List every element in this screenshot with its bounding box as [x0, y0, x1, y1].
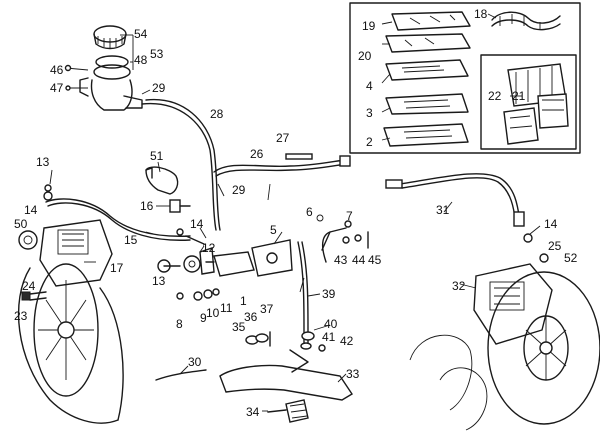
callout-14-right: 14 — [544, 217, 558, 231]
callout-44: 44 — [352, 253, 366, 267]
speedo-cable — [213, 159, 345, 173]
callout-9: 9 — [200, 311, 207, 325]
callout-32: 32 — [452, 279, 466, 293]
callout-labels: 1 2 3 4 5 6 7 8 9 10 11 12 13 13 14 14 1… — [14, 7, 578, 419]
callout-18: 18 — [474, 7, 488, 21]
brake-pads — [503, 63, 569, 145]
callout-23: 23 — [14, 309, 28, 323]
callout-26: 26 — [250, 147, 264, 161]
callout-24: 24 — [22, 279, 36, 293]
pivot-hardware — [245, 331, 326, 352]
spring-clip — [491, 11, 561, 31]
callout-35: 35 — [232, 320, 246, 334]
caliper-hose-left — [45, 198, 191, 237]
callout-3: 3 — [366, 106, 373, 120]
callout-46: 46 — [50, 63, 64, 77]
rear-hose-fitting — [385, 179, 403, 189]
callout-1: 1 — [240, 294, 247, 308]
sensor-part — [145, 166, 179, 195]
inset-frame — [349, 2, 581, 154]
callout-27: 27 — [276, 131, 290, 145]
callout-28: 28 — [210, 107, 224, 121]
callout-2: 2 — [366, 135, 373, 149]
washers-group — [176, 288, 220, 301]
callout-45: 45 — [368, 253, 382, 267]
callout-19: 19 — [362, 19, 376, 33]
pedal-rubber — [267, 399, 309, 423]
callout-12: 12 — [202, 241, 216, 255]
brake-pad-inset — [349, 2, 581, 154]
master-cylinder — [64, 25, 143, 111]
callout-10: 10 — [206, 306, 220, 320]
caliper-bolts — [21, 291, 47, 301]
leader-lines — [49, 34, 541, 412]
brake-pedal — [219, 349, 353, 401]
tube-part — [285, 153, 313, 160]
callout-29-top: 29 — [152, 81, 166, 95]
callout-41: 41 — [322, 330, 336, 344]
return-spring — [155, 369, 207, 381]
callout-53: 53 — [150, 47, 164, 61]
push-rod — [297, 241, 305, 349]
callout-16: 16 — [140, 199, 154, 213]
callout-34: 34 — [246, 405, 260, 419]
callout-14-center: 14 — [190, 217, 204, 231]
callout-15: 15 — [124, 233, 138, 247]
rear-disc — [409, 271, 600, 431]
brake-hose-rear — [399, 173, 521, 223]
callout-42: 42 — [340, 334, 354, 348]
callout-30: 30 — [188, 355, 202, 369]
shim-stack — [383, 11, 471, 147]
callout-25: 25 — [548, 239, 562, 253]
callout-13-top: 13 — [36, 155, 50, 169]
junction-block — [157, 228, 215, 275]
callout-21: 21 — [512, 89, 526, 103]
brake-hose-front-edge — [145, 98, 221, 231]
callout-14-left: 14 — [24, 203, 38, 217]
callout-37: 37 — [260, 302, 274, 316]
callout-47: 47 — [50, 81, 64, 95]
callout-40: 40 — [324, 317, 338, 331]
callout-11: 11 — [220, 301, 233, 315]
callout-48: 48 — [134, 53, 148, 67]
callout-54: 54 — [134, 27, 148, 41]
inset-pad-frame — [480, 54, 577, 150]
callout-13-mid: 13 — [152, 274, 166, 288]
cable-connector — [339, 155, 351, 167]
rear-master-cylinder — [205, 239, 293, 277]
callout-51: 51 — [150, 149, 164, 163]
bleed-valve — [169, 199, 191, 213]
callout-7: 7 — [346, 209, 353, 223]
callout-22: 22 — [488, 89, 502, 103]
brake-hose-front — [141, 102, 217, 231]
callout-43: 43 — [334, 253, 348, 267]
front-disc — [17, 263, 124, 424]
callout-39: 39 — [322, 287, 336, 301]
callout-4: 4 — [366, 79, 373, 93]
callout-31: 31 — [436, 203, 450, 217]
callout-5: 5 — [270, 223, 277, 237]
linkage — [316, 214, 369, 263]
callout-17: 17 — [110, 261, 124, 275]
callout-33: 33 — [346, 367, 360, 381]
callout-36: 36 — [244, 310, 258, 324]
callout-29-mid: 29 — [232, 183, 246, 197]
callout-8: 8 — [176, 317, 183, 331]
callout-20: 20 — [358, 49, 372, 63]
callout-52: 52 — [564, 251, 578, 265]
rear-caliper — [473, 233, 553, 345]
callout-6: 6 — [306, 205, 313, 219]
callout-50: 50 — [14, 217, 28, 231]
front-caliper — [18, 219, 113, 287]
